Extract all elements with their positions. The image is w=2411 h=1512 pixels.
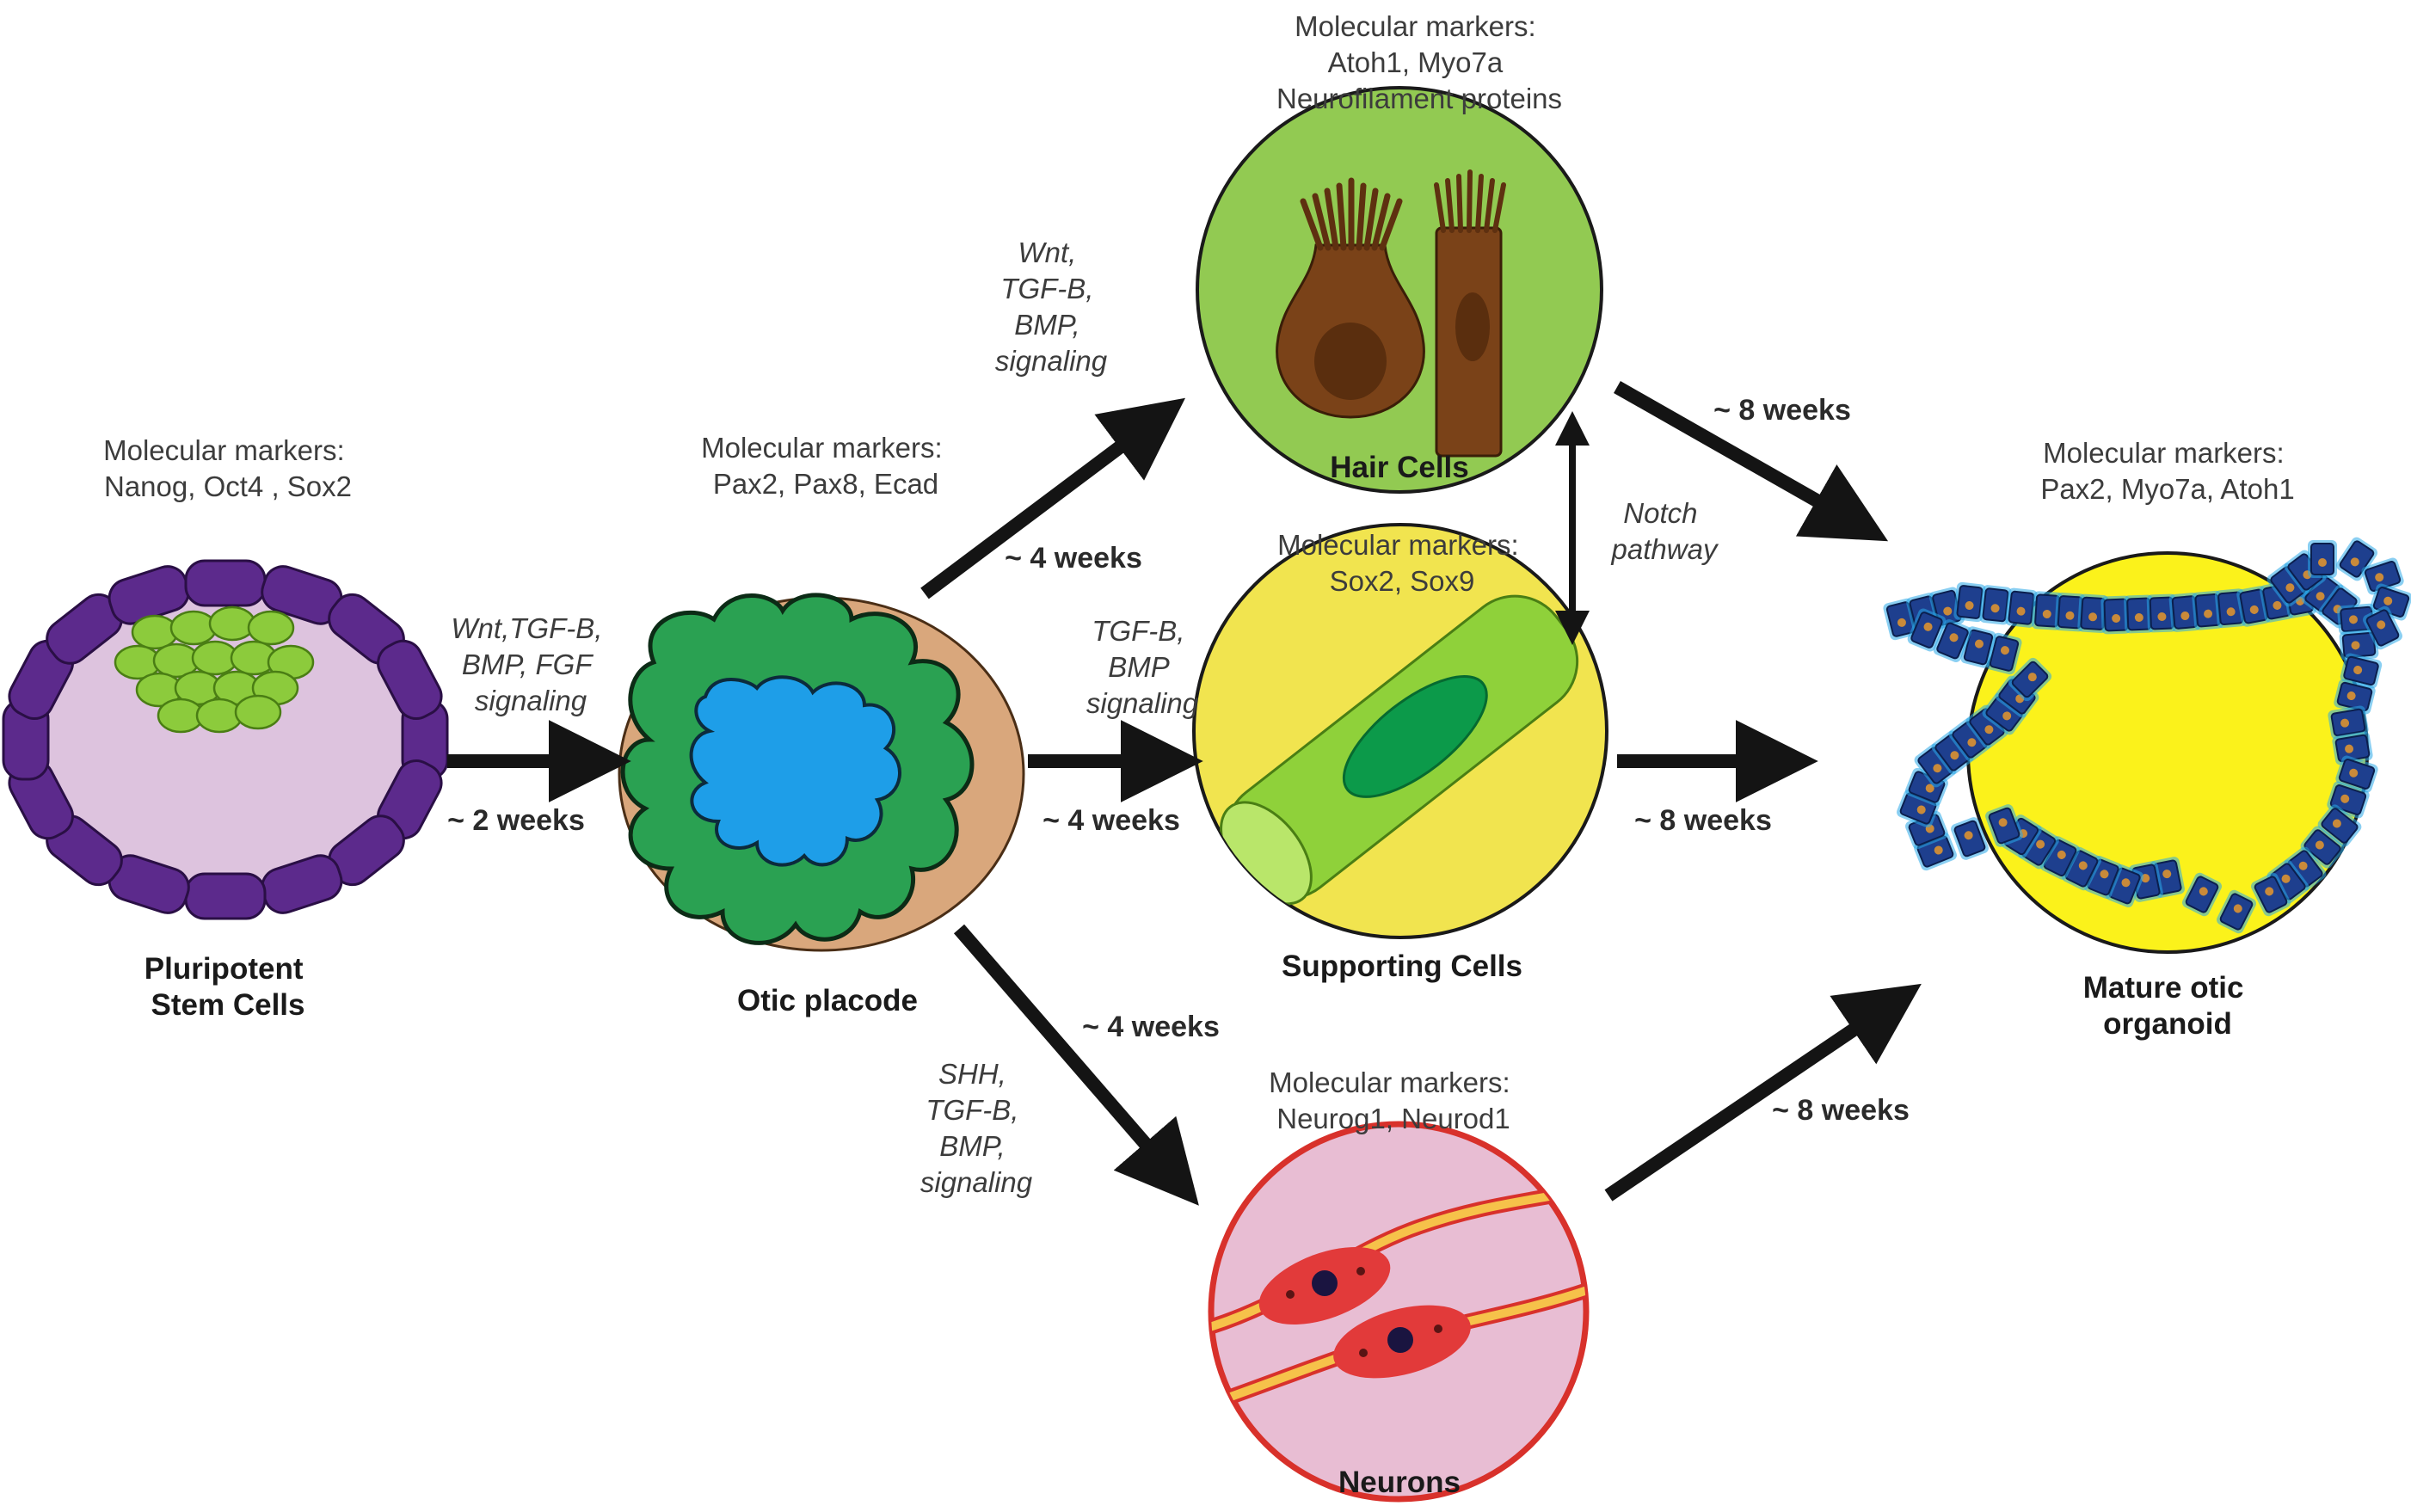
neuron-soma-lower — [1333, 1305, 1471, 1379]
neurons-to-organoid-time: ~ 8 weeks — [1772, 1094, 1910, 1127]
placode-markers: Molecular markers: Pax2, Pax8, Ecad — [701, 432, 950, 500]
psc-colony-cell — [195, 698, 243, 734]
psc-membrane-cells — [2, 559, 449, 920]
arrow-placode-to-hair — [920, 397, 1186, 599]
placode-name: Otic placode — [737, 984, 918, 1017]
psc-inner-colony — [114, 605, 315, 734]
mature-organoid-illustration — [1883, 537, 2411, 954]
organoid-markers: Molecular markers: Pax2, Myo7a, Atoh1 — [2040, 437, 2294, 505]
psc-name: Pluripotent Stem Cells — [145, 952, 311, 1022]
arrow-placode-to-neurons — [953, 924, 1199, 1206]
pluripotent-stem-cell-illustration — [2, 559, 449, 920]
psc-colony-cell — [208, 605, 256, 642]
psc-colony-cell — [169, 610, 218, 646]
inner-hair-cell — [1276, 177, 1425, 419]
otic-placode-illustration — [618, 593, 1025, 952]
placode-inner-lumen — [689, 675, 901, 867]
placode-to-neurons-signals: SHH, TGF-B, BMP, signaling — [920, 1058, 1033, 1198]
neurons-name: Neurons — [1338, 1466, 1461, 1499]
psc-markers: Molecular markers: Nanog, Oct4 , Sox2 — [103, 434, 353, 502]
arrow-neurons-to-organoid — [1604, 983, 1922, 1202]
placode-to-hair-time: ~ 4 weeks — [1005, 542, 1142, 575]
psc-colony-cell — [234, 694, 282, 730]
psc-to-placode-time: ~ 2 weeks — [447, 804, 585, 837]
arrow-hair-to-organoid — [1614, 381, 1889, 542]
psc-colony-cell — [131, 614, 179, 650]
notch-pathway-label: Notch pathway — [1611, 497, 1719, 565]
hair-to-organoid-time: ~ 8 weeks — [1713, 394, 1851, 427]
organoid-name: Mature otic organoid — [2083, 971, 2252, 1041]
neurons-markers: Molecular markers: Neurog1, Neurod1 — [1269, 1066, 1518, 1134]
psc-membrane-cell — [377, 639, 443, 720]
outer-hair-cell — [1434, 169, 1506, 458]
supporting-cells-markers: Molecular markers: Sox2, Sox9 — [1277, 529, 1527, 597]
psc-colony-cell — [247, 610, 295, 646]
neurons-illustration — [1208, 1121, 1590, 1503]
placode-to-hair-signals: Wnt, TGF-B, BMP, signaling — [995, 237, 1108, 377]
supporting-cells-name: Supporting Cells — [1282, 950, 1522, 983]
organoid-epithelial-tube — [1883, 537, 2411, 934]
psc-membrane-cell — [184, 559, 267, 607]
support-to-organoid-time: ~ 8 weeks — [1634, 804, 1772, 837]
placode-to-support-time: ~ 4 weeks — [1043, 804, 1180, 837]
placode-to-neurons-time: ~ 4 weeks — [1082, 1011, 1220, 1043]
placode-to-support-signals: TGF-B, BMP signaling — [1086, 615, 1199, 719]
psc-to-placode-signals: Wnt,TGF-B, BMP, FGF signaling — [451, 612, 610, 716]
arrows — [447, 381, 1922, 1206]
neuron-soma-upper — [1258, 1247, 1391, 1325]
psc-membrane-cell — [184, 872, 267, 920]
hair-cells-markers: Molecular markers: Atoh1, Myo7a Neurofil… — [1276, 10, 1562, 114]
hair-cells-illustration — [1196, 86, 1603, 494]
hair-cells-name: Hair Cells — [1330, 451, 1468, 484]
